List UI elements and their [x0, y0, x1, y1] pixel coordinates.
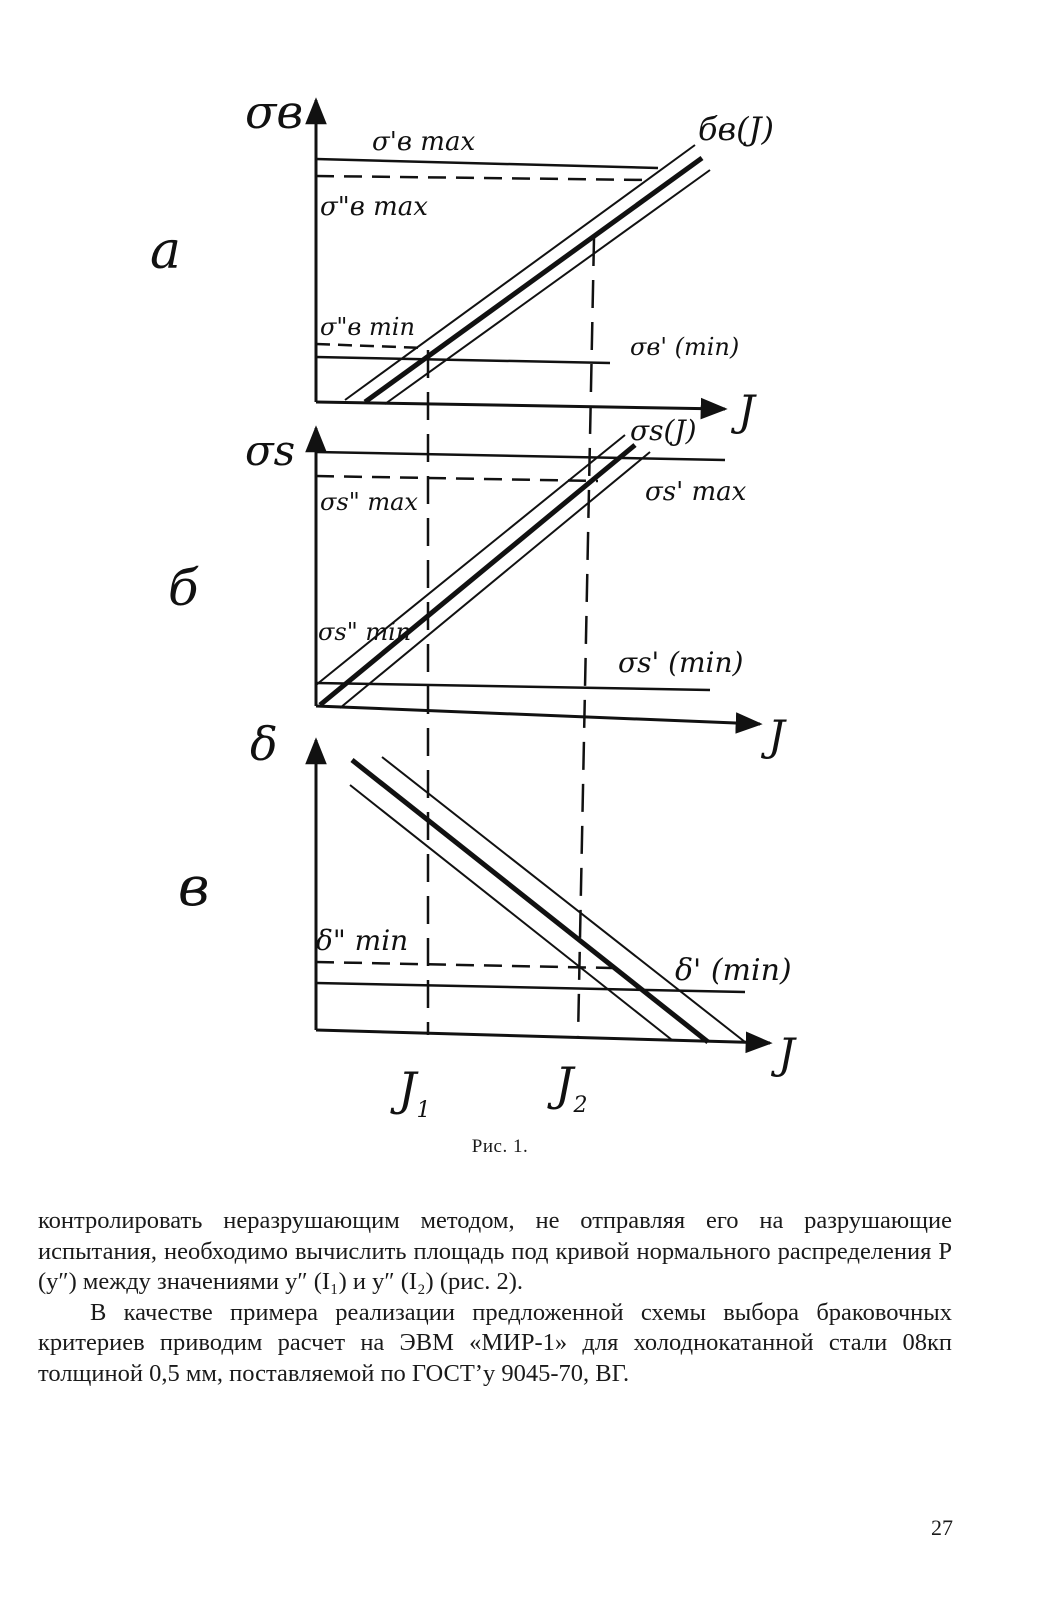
panel-b-x-axis	[315, 704, 763, 734]
panel-a-x-axis-label: J	[730, 386, 757, 435]
panel-a-label: а	[150, 221, 181, 281]
panel-c-band-upper	[381, 756, 746, 1043]
panel-a-x-axis	[315, 397, 728, 420]
panel-a-band-upper	[344, 144, 696, 401]
j2-label-subscript: 2	[572, 1093, 587, 1118]
panel-b-line-max2-dashed	[315, 474, 599, 483]
j2-marker-line	[576, 237, 596, 1039]
panel-c-line-min1	[315, 981, 746, 994]
panel-a-max2-label: σ"в max	[320, 192, 428, 222]
j1-label-subscript: 1	[416, 1098, 430, 1123]
panel-a-line-min2-dashed	[315, 342, 426, 350]
panel-b-band-lower	[339, 451, 651, 709]
panel-a-band-center	[363, 155, 704, 405]
panel-b	[305, 425, 763, 734]
j1-label: J1	[390, 1062, 430, 1123]
body-text: контролировать неразрушающим методом, не…	[38, 1206, 952, 1389]
panel-a-line-max1	[315, 157, 659, 170]
panel-b-min1-label: σs' (min)	[618, 646, 743, 679]
panel-b-line-min1	[315, 681, 711, 692]
panel-b-min2-label: σs" min	[318, 618, 411, 646]
j1-label-letter: J	[390, 1062, 419, 1116]
panel-c-band-center	[350, 758, 710, 1044]
panel-a	[305, 97, 728, 420]
figure-1: а σв J σ'в max σ"в max σ"в min σв' (min)…	[150, 85, 797, 1123]
panel-b-band-label: σs(J)	[630, 414, 697, 447]
panel-a-max1-label: σ'в max	[372, 127, 475, 157]
x-marker-lines	[426, 237, 596, 1039]
paragraph-2: В качестве примера реализации предложенн…	[38, 1298, 952, 1387]
panel-b-y-axis-label: σs	[245, 426, 295, 475]
panel-a-line-min1	[315, 355, 611, 365]
figure-caption: Рис. 1.	[471, 1136, 529, 1157]
page-number: 27	[931, 1515, 953, 1540]
panel-a-min2-label: σ"в min	[320, 313, 415, 341]
panel-b-x-axis-label: J	[760, 711, 787, 760]
panel-c-label: в	[178, 855, 209, 918]
panel-c-x-axis	[315, 1028, 773, 1054]
panel-a-band-lower	[384, 169, 711, 405]
panel-c-x-axis-label: J	[770, 1029, 797, 1078]
panel-b-max1-label: σs' max	[645, 477, 747, 507]
panel-c-y-axis-label: δ	[250, 717, 278, 771]
panel-b-label: б	[168, 559, 199, 617]
panel-b-line-max1	[315, 450, 726, 462]
panel-c-band-lower	[349, 784, 673, 1041]
panel-b-band-upper	[315, 434, 626, 686]
j2-label: J2	[547, 1057, 587, 1118]
panel-c-min2-label: δ" min	[316, 924, 408, 957]
paragraph-1: контролировать неразрушающим методом, не…	[38, 1207, 952, 1295]
panel-b-band-center	[318, 443, 637, 707]
panel-a-band-label: бв(J)	[698, 110, 774, 148]
j2-label-letter: J	[547, 1057, 576, 1111]
panel-a-line-max2-dashed	[315, 174, 651, 182]
panel-a-y-axis-label: σв	[245, 85, 303, 139]
panel-b-max2-label: σs" max	[320, 488, 418, 516]
panel-c	[305, 737, 773, 1054]
panel-c-line-min2-dashed	[315, 960, 613, 970]
panel-c-min1-label: δ' (min)	[675, 953, 792, 988]
panel-a-min1-label: σв' (min)	[630, 333, 739, 361]
